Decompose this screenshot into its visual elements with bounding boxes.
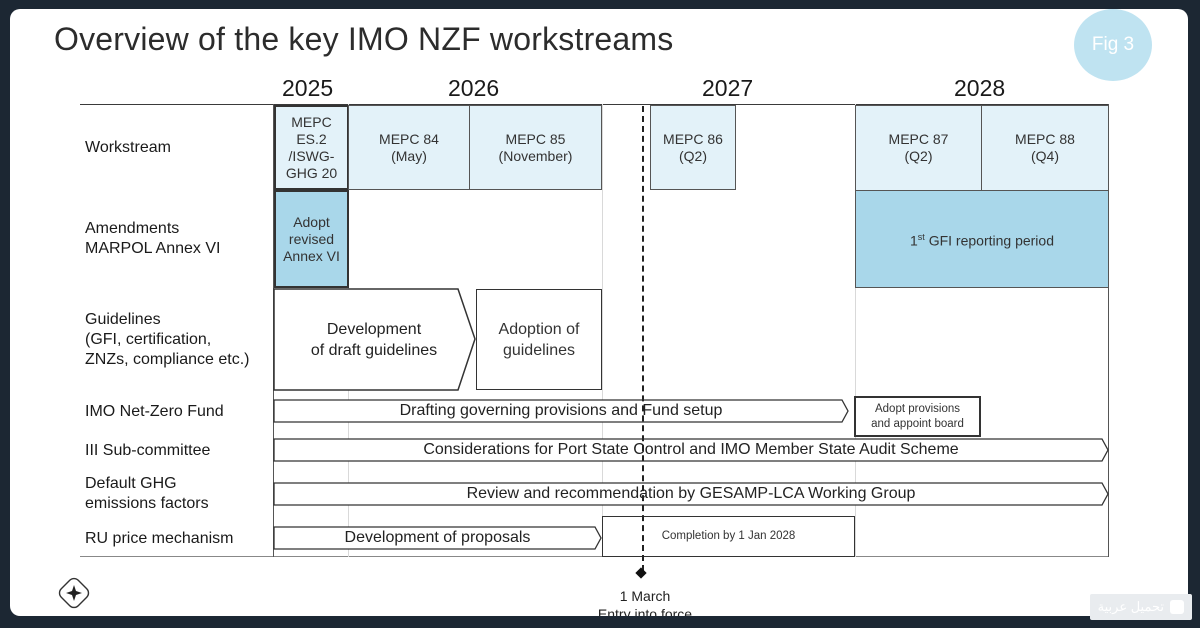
row-label-line: Default GHG [85,475,177,492]
meeting-line: /ISWG- [288,147,335,164]
row-label-line: Amendments [85,220,180,237]
iii-arrow [273,438,1109,462]
meeting-line: (May) [391,147,427,164]
meeting-mepc-88: MEPC 88(Q4) [981,105,1109,191]
adopt-provisions-box: Adopt provisions and appoint board [854,396,981,437]
meeting-line: MEPC 84 [379,130,439,147]
download-icon [1170,600,1184,614]
row-label-guidelines: Guidelines (GFI, certification, ZNZs, co… [85,310,249,370]
iii-text: Considerations for Port State Control an… [423,441,959,458]
amend-line: Annex VI [283,247,340,264]
watermark-text: تحميل عربية [1097,599,1164,614]
meeting-line: MEPC [291,113,332,130]
meeting-line: MEPC 85 [505,130,566,147]
meeting-mepc-84: MEPC 84(May) [348,105,470,190]
row-label-line: emissions factors [85,495,209,512]
brand-logo-icon [58,577,90,609]
gfi-ordinal-suffix: st [917,231,925,242]
row-label-ru: RU price mechanism [85,530,234,547]
fund-line: Adopt provisions [874,402,961,415]
row-label-workstream: Workstream [85,139,171,156]
meeting-line: (Q4) [1030,148,1059,164]
entry-into-force-date: 1 March [619,588,671,604]
gfi-reporting-period-box: 1st GFI reporting period [855,190,1109,288]
meeting-line: (November) [498,147,573,164]
meeting-mepc-87: MEPC 87(Q2) [855,105,982,191]
meeting-line: ES.2 [296,130,327,147]
ru-dev-text: Development of proposals [344,529,531,546]
row-label-line: ZNZs, compliance etc.) [85,351,250,368]
guideline-line: Development [326,320,422,338]
fund-drafting-text: Drafting governing provisions and Fund s… [399,402,723,419]
row-label-line: Guidelines [85,311,161,328]
meeting-line: MEPC 86 [663,130,723,147]
year-2025: 2025 [282,75,334,101]
ghg-arrow [273,482,1109,506]
ru-completion-box: Completion by 1 Jan 2028 [602,516,855,557]
top-rule [80,104,1108,105]
meeting-line: GHG 20 [285,164,338,181]
dev-guidelines-arrow [273,288,476,391]
amend-line: revised [288,230,335,247]
grid-line [855,104,856,557]
amend-line: Adopt [293,213,330,230]
ghg-text: Review and recommendation by GESAMP-LCA … [466,485,916,502]
dev-guidelines-text: Development of draft guidelines [274,289,474,390]
row-label-line: (GFI, certification, [85,331,212,348]
ru-dev-arrow [273,526,602,550]
grid-line [1108,104,1109,557]
year-2028: 2028 [954,75,1006,101]
meeting-mepc-86: MEPC 86(Q2) [650,105,736,190]
figure-title: Overview of the key IMO NZF workstreams [54,21,674,57]
meeting-mepc-es2: MEPC ES.2 /ISWG- GHG 20 [274,105,349,190]
fund-line: and appoint board [871,417,964,430]
row-label-amendments: Amendments MARPOL Annex VI [85,219,220,259]
figure-card: Overview of the key IMO NZF workstreams … [10,9,1188,616]
row-label-iii: III Sub-committee [85,442,211,459]
meeting-line: (Q2) [678,147,707,164]
guideline-line: of draft guidelines [310,341,438,359]
entry-into-force-label: Entry into force [597,606,693,616]
watermark-badge: تحميل عربية [1089,594,1192,620]
bottom-rule [80,556,1108,557]
row-label-ghg: Default GHG emissions factors [85,474,209,514]
adopt-annex-vi-box: Adopt revised Annex VI [274,190,349,288]
gfi-ordinal: 1 [910,232,918,249]
gfi-text: GFI reporting period [924,232,1054,249]
entry-into-force-line [642,106,644,571]
year-2026: 2026 [448,75,500,101]
guideline-line: guidelines [502,341,576,359]
guideline-line: Adoption of [498,320,580,338]
meeting-line: MEPC 87 [888,131,949,147]
meeting-line: (Q2) [904,148,933,164]
adoption-guidelines-box: Adoption of guidelines [476,289,602,390]
row-label-line: MARPOL Annex VI [85,240,221,257]
row-label-fund: IMO Net-Zero Fund [85,403,224,420]
grid-line [602,104,603,557]
meeting-mepc-85: MEPC 85(November) [469,105,602,190]
figure-badge: Fig 3 [1074,9,1152,81]
fund-drafting-arrow [273,399,849,423]
year-2027: 2027 [702,75,754,101]
arrow-shapes [273,288,1109,550]
meeting-line: MEPC 88 [1015,131,1075,147]
